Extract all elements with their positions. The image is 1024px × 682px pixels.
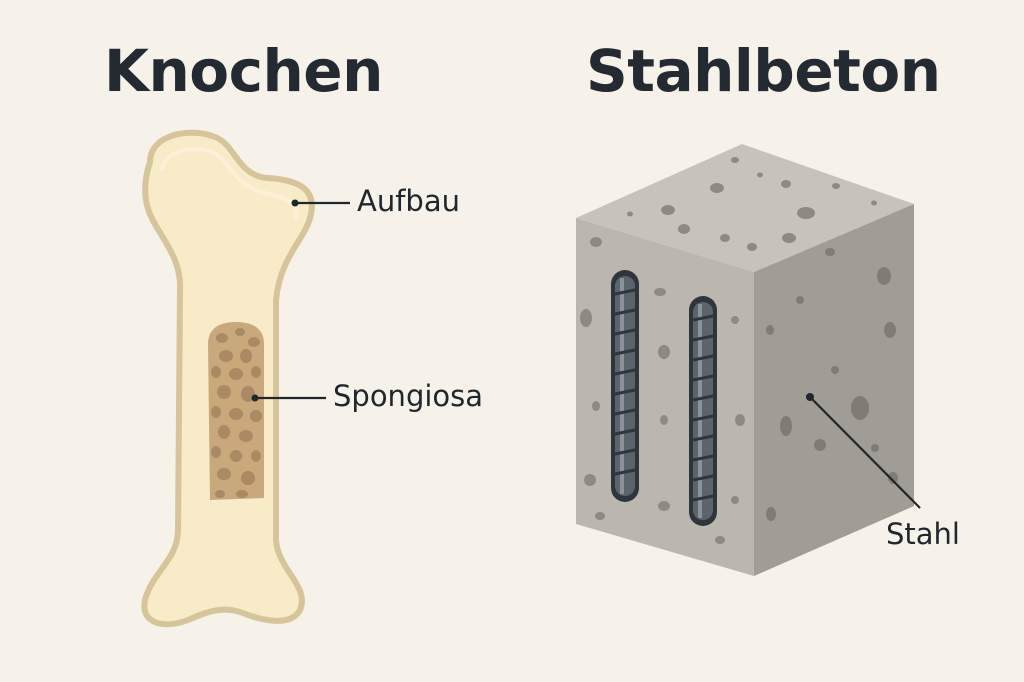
- bone-icon: [141, 129, 350, 628]
- label-stahl: Stahl: [886, 517, 960, 551]
- label-aufbau: Aufbau: [357, 184, 460, 218]
- concrete-block-icon: [576, 144, 921, 576]
- spongiosa-region: [208, 322, 264, 500]
- reinforced-concrete-title: Stahlbeton: [586, 37, 941, 105]
- label-spongiosa: Spongiosa: [333, 379, 484, 413]
- rebar-icon: [611, 270, 639, 502]
- bone-title: Knochen: [104, 37, 383, 105]
- rebar-icon: [689, 296, 717, 526]
